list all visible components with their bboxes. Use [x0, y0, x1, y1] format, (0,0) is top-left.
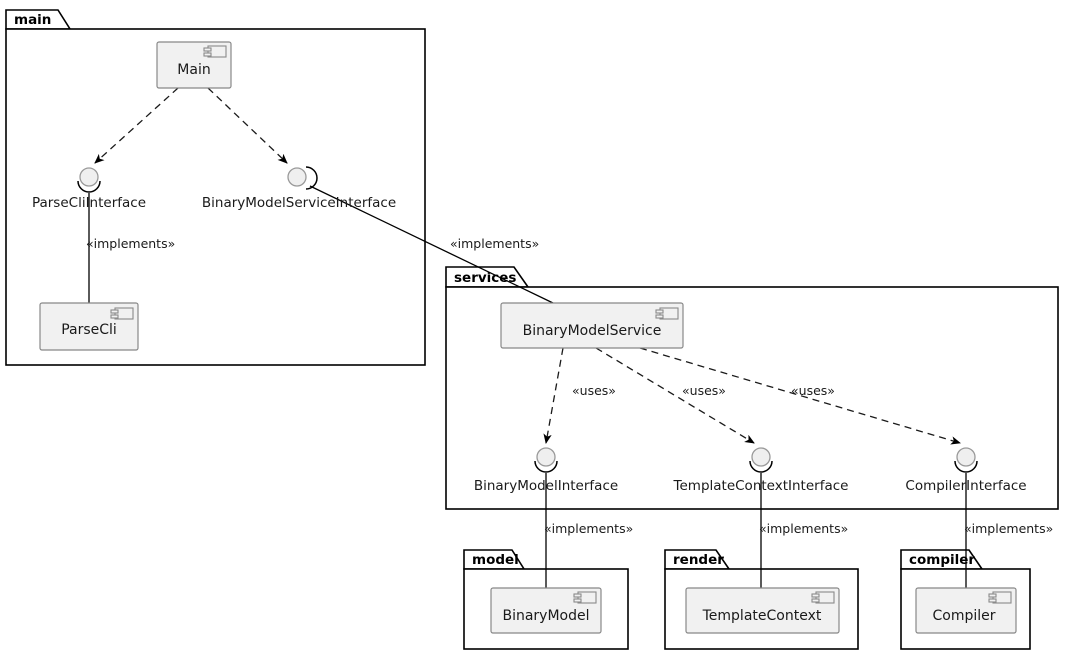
edge-label-implements-model: «implements»	[544, 521, 633, 536]
component-main[interactable]: Main	[156, 41, 232, 89]
component-compiler-label: Compiler	[932, 608, 995, 624]
interface-binarymodelserviceinterface-label: BinaryModelServiceInterface	[202, 195, 396, 211]
interface-lollipop-icon	[536, 447, 556, 467]
interface-binarymodelserviceinterface[interactable]: BinaryModelServiceInterface	[202, 166, 396, 211]
edge-label-implements-parsecli: «implements»	[86, 236, 175, 251]
interface-lollipop-icon	[956, 447, 976, 467]
interface-parsecliinterface-label: ParseCliInterface	[32, 195, 146, 211]
edge-binarymodelserviceinterface-to-binarymodelservice	[309, 185, 554, 304]
component-binarymodelservice-label: BinaryModelService	[523, 323, 662, 339]
component-binarymodelservice-box	[500, 302, 684, 349]
component-icon	[203, 45, 227, 58]
edge-label-implements-render: «implements»	[759, 521, 848, 536]
component-parsecli[interactable]: ParseCli	[39, 302, 139, 351]
interface-binarymodelinterface-label: BinaryModelInterface	[474, 478, 618, 494]
package-render-title: render	[673, 552, 724, 568]
component-binarymodel-label: BinaryModel	[502, 608, 589, 624]
edge-label-uses-compiler: «uses»	[791, 383, 835, 398]
interface-socket-icon	[749, 460, 773, 473]
interface-socket-icon	[77, 180, 101, 193]
component-templatecontext-box	[685, 587, 840, 634]
interface-lollipop-icon	[751, 447, 771, 467]
interface-compilerinterface[interactable]: CompilerInterface	[905, 447, 1027, 494]
component-compiler[interactable]: Compiler	[915, 587, 1017, 634]
component-binarymodelservice[interactable]: BinaryModelService	[500, 302, 684, 349]
component-icon	[110, 307, 134, 320]
component-parsecli-label: ParseCli	[61, 322, 117, 338]
edge-binarymodelservice-to-templatecontextinterface	[595, 347, 755, 444]
component-binarymodel[interactable]: BinaryModel	[490, 587, 602, 634]
component-icon	[988, 591, 1012, 604]
interface-templatecontextinterface-label: TemplateContextInterface	[673, 478, 849, 494]
interface-templatecontextinterface[interactable]: TemplateContextInterface	[673, 447, 849, 494]
edge-label-uses-templatecontext: «uses»	[682, 383, 726, 398]
interface-socket-icon	[954, 460, 978, 473]
package-model-title: model	[472, 552, 519, 568]
edge-label-uses-binarymodel: «uses»	[572, 383, 616, 398]
interface-binarymodelinterface[interactable]: BinaryModelInterface	[474, 447, 618, 494]
interface-socket-icon	[305, 166, 318, 190]
component-templatecontext-label: TemplateContext	[702, 608, 822, 624]
package-main-title: main	[14, 12, 51, 28]
component-icon	[655, 307, 679, 320]
component-main-label: Main	[177, 62, 210, 78]
edge-main-to-binarymodelserviceinterface	[207, 87, 288, 164]
package-services-title: services	[454, 270, 516, 286]
interface-parsecliinterface[interactable]: ParseCliInterface	[32, 167, 146, 211]
edge-binarymodelservice-to-compilerinterface	[639, 347, 961, 445]
component-templatecontext[interactable]: TemplateContext	[685, 587, 840, 634]
interface-compilerinterface-label: CompilerInterface	[905, 478, 1026, 494]
interface-socket-icon	[534, 460, 558, 473]
edge-label-implements-compiler: «implements»	[964, 521, 1053, 536]
interface-lollipop-icon	[79, 167, 99, 187]
edge-main-to-parsecliinterface	[94, 87, 179, 164]
edge-label-implements-binarymodelservice: «implements»	[450, 236, 539, 251]
package-compiler-title: compiler	[909, 552, 975, 568]
component-icon	[573, 591, 597, 604]
interface-lollipop-icon	[287, 167, 307, 187]
edge-binarymodelservice-to-binarymodelinterface	[543, 347, 564, 444]
component-icon	[811, 591, 835, 604]
